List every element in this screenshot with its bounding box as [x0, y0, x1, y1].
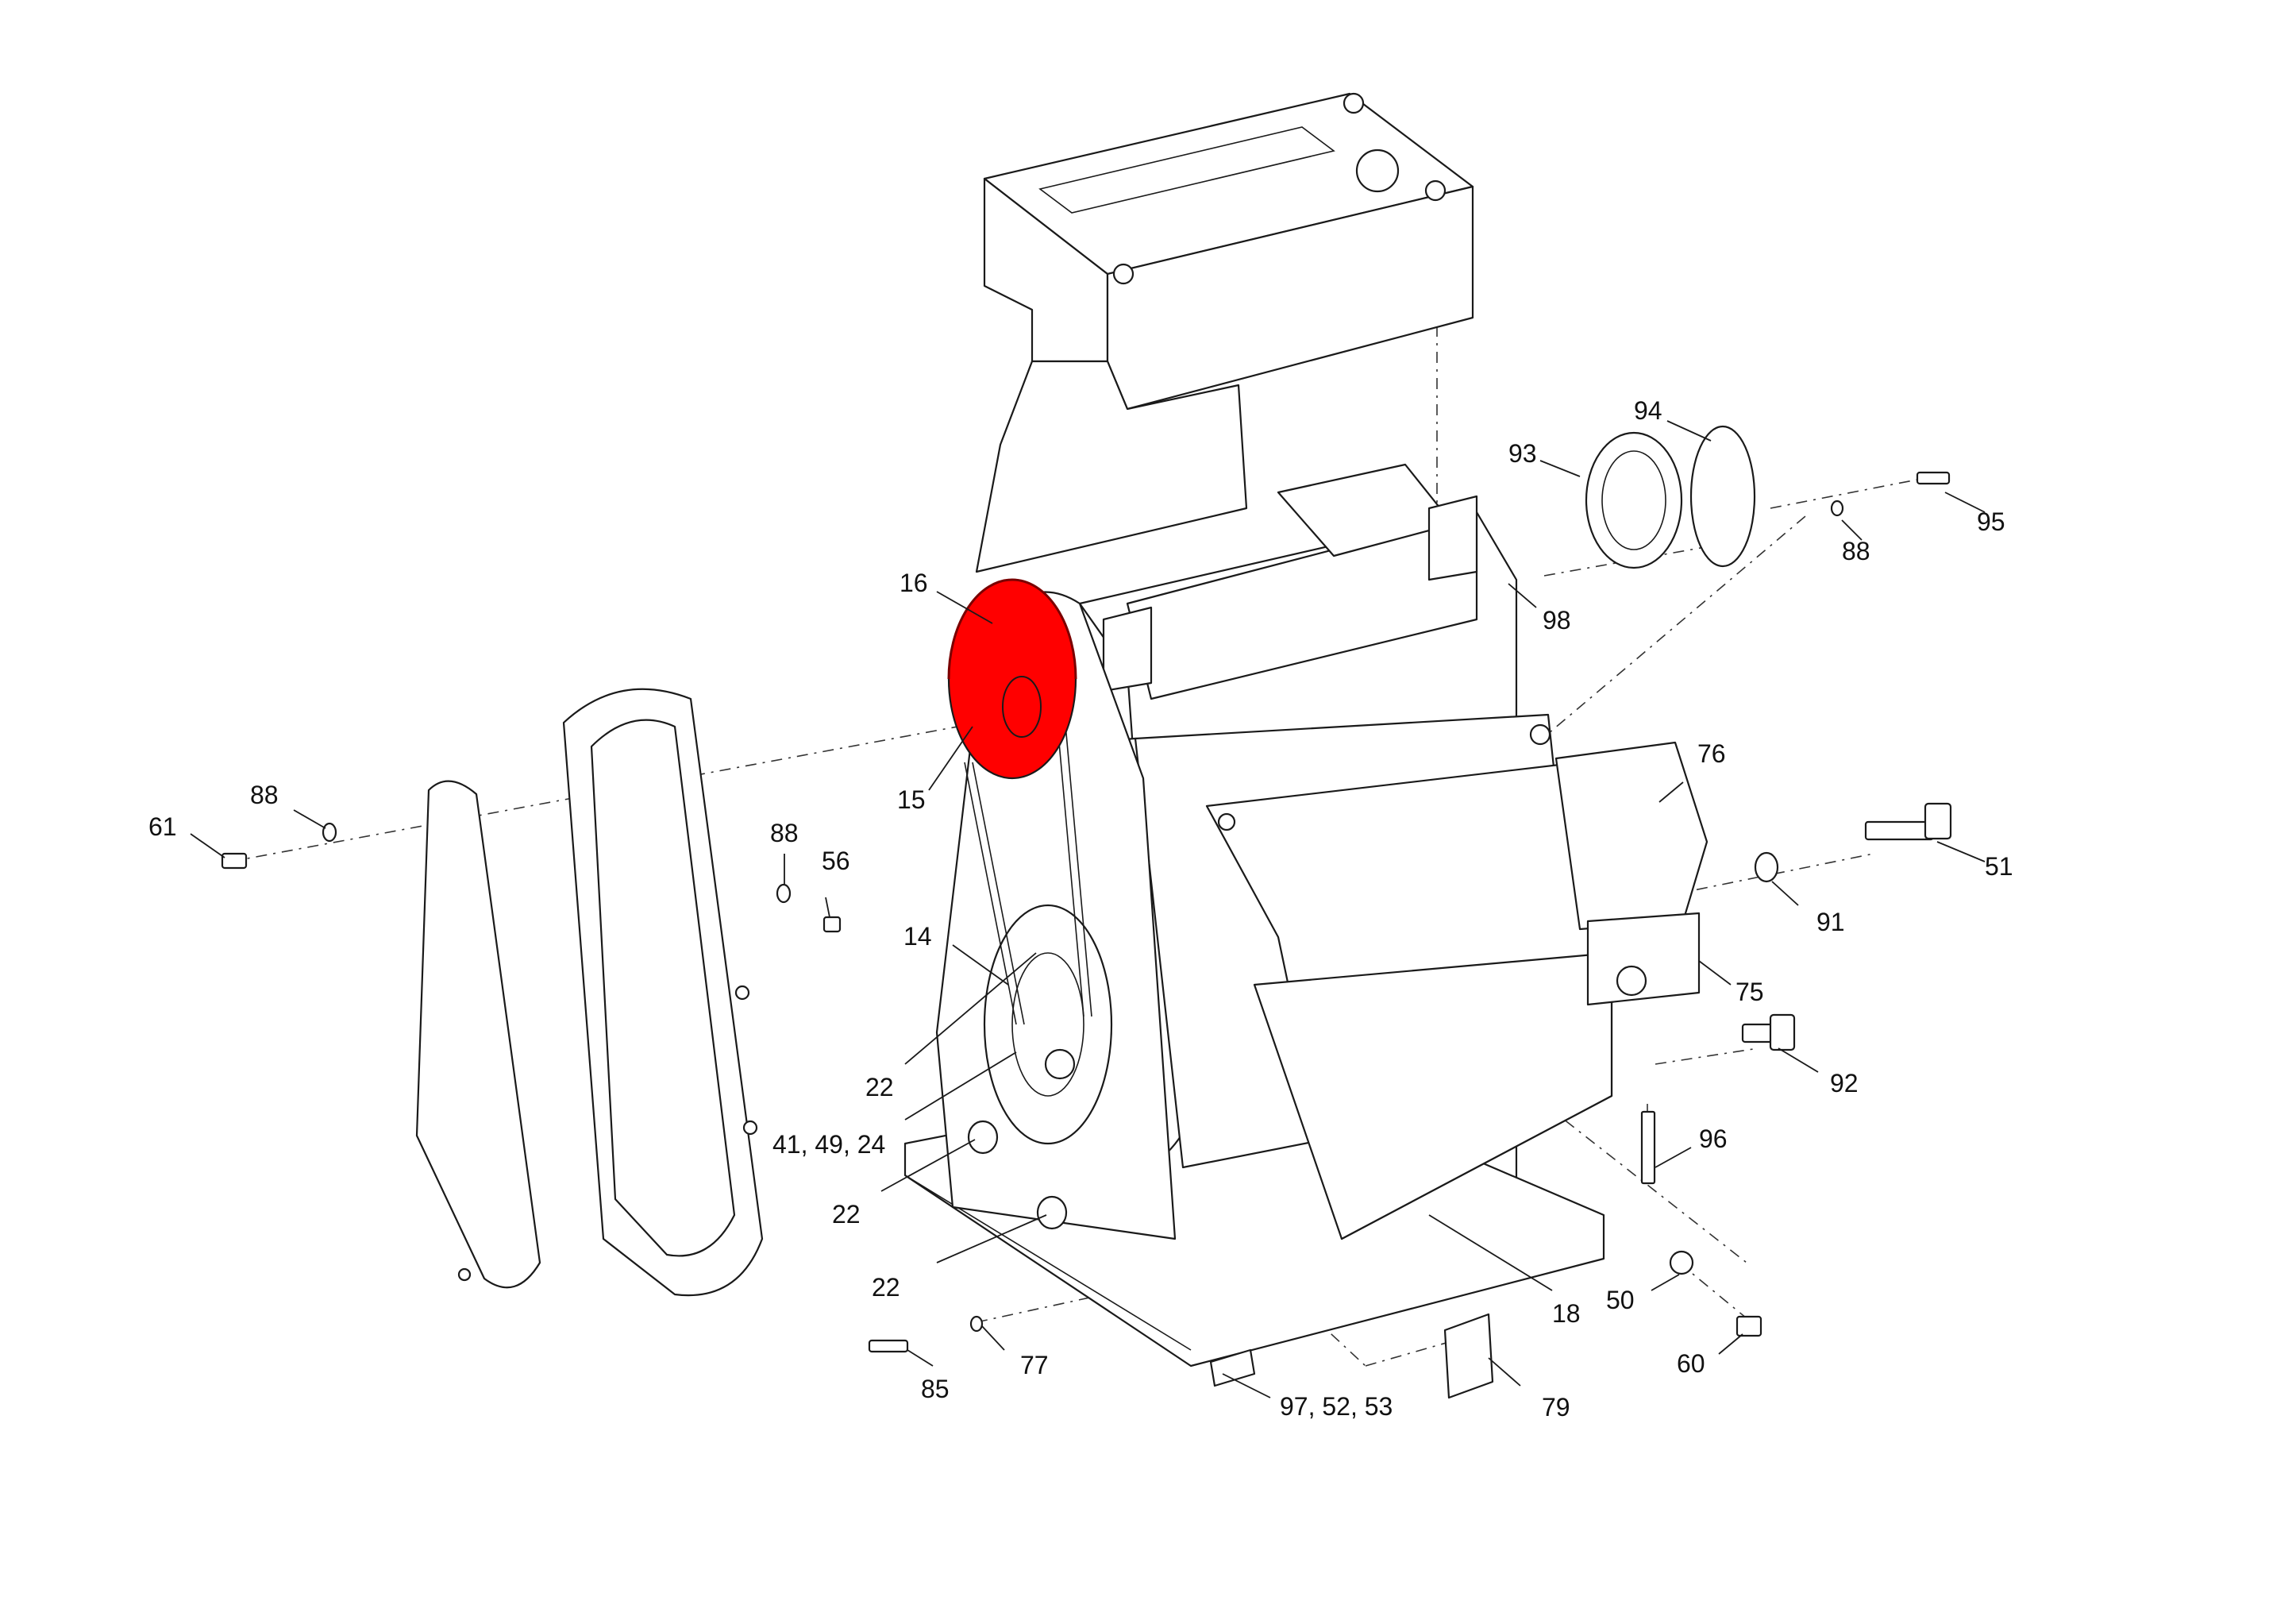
- callout-85: 85: [921, 1375, 950, 1403]
- callout-51: 51: [1985, 852, 2013, 881]
- callout-61: 61: [148, 812, 177, 841]
- callout-22-upper: 22: [865, 1073, 894, 1101]
- callout-95: 95: [1977, 507, 2005, 536]
- callout-94: 94: [1634, 396, 1662, 425]
- callout-96: 96: [1699, 1124, 1728, 1153]
- callout-88-right: 88: [1842, 537, 1870, 565]
- callout-88-left: 88: [250, 781, 279, 809]
- callout-75: 75: [1735, 978, 1764, 1006]
- guard-cover-plate: [415, 780, 541, 1289]
- callout-50: 50: [1606, 1286, 1635, 1314]
- callout-93: 93: [1508, 439, 1537, 468]
- drive-belt: [964, 706, 1092, 1025]
- callout-98: 98: [1543, 606, 1571, 635]
- callout-56: 56: [822, 847, 850, 875]
- top-hopper: [975, 92, 1474, 573]
- callout-16: 16: [900, 569, 928, 597]
- callout-14: 14: [903, 922, 932, 951]
- callout-77: 77: [1020, 1351, 1049, 1379]
- callout-92: 92: [1830, 1069, 1859, 1097]
- callout-60: 60: [1677, 1349, 1705, 1378]
- callout-18: 18: [1552, 1299, 1581, 1328]
- callout-76: 76: [1697, 739, 1726, 768]
- belt-guard: [562, 688, 764, 1297]
- highlighted-pulley: [947, 578, 1077, 780]
- callout-22-lower: 22: [872, 1273, 900, 1302]
- callout-88-center: 88: [770, 819, 799, 847]
- callout-22-middle: 22: [832, 1200, 861, 1229]
- callout-91: 91: [1816, 908, 1845, 936]
- callout-79: 79: [1542, 1393, 1570, 1421]
- callout-15: 15: [897, 785, 926, 814]
- callout-41-49-24: 41, 49, 24: [772, 1130, 885, 1159]
- leader-lines: [190, 420, 1986, 1398]
- callouts: 16 15 14 22 41, 49, 24 22 22 61 88 88 56…: [148, 396, 2013, 1421]
- callout-97-52-53: 97, 52, 53: [1280, 1392, 1393, 1421]
- fasteners: [221, 425, 1952, 1399]
